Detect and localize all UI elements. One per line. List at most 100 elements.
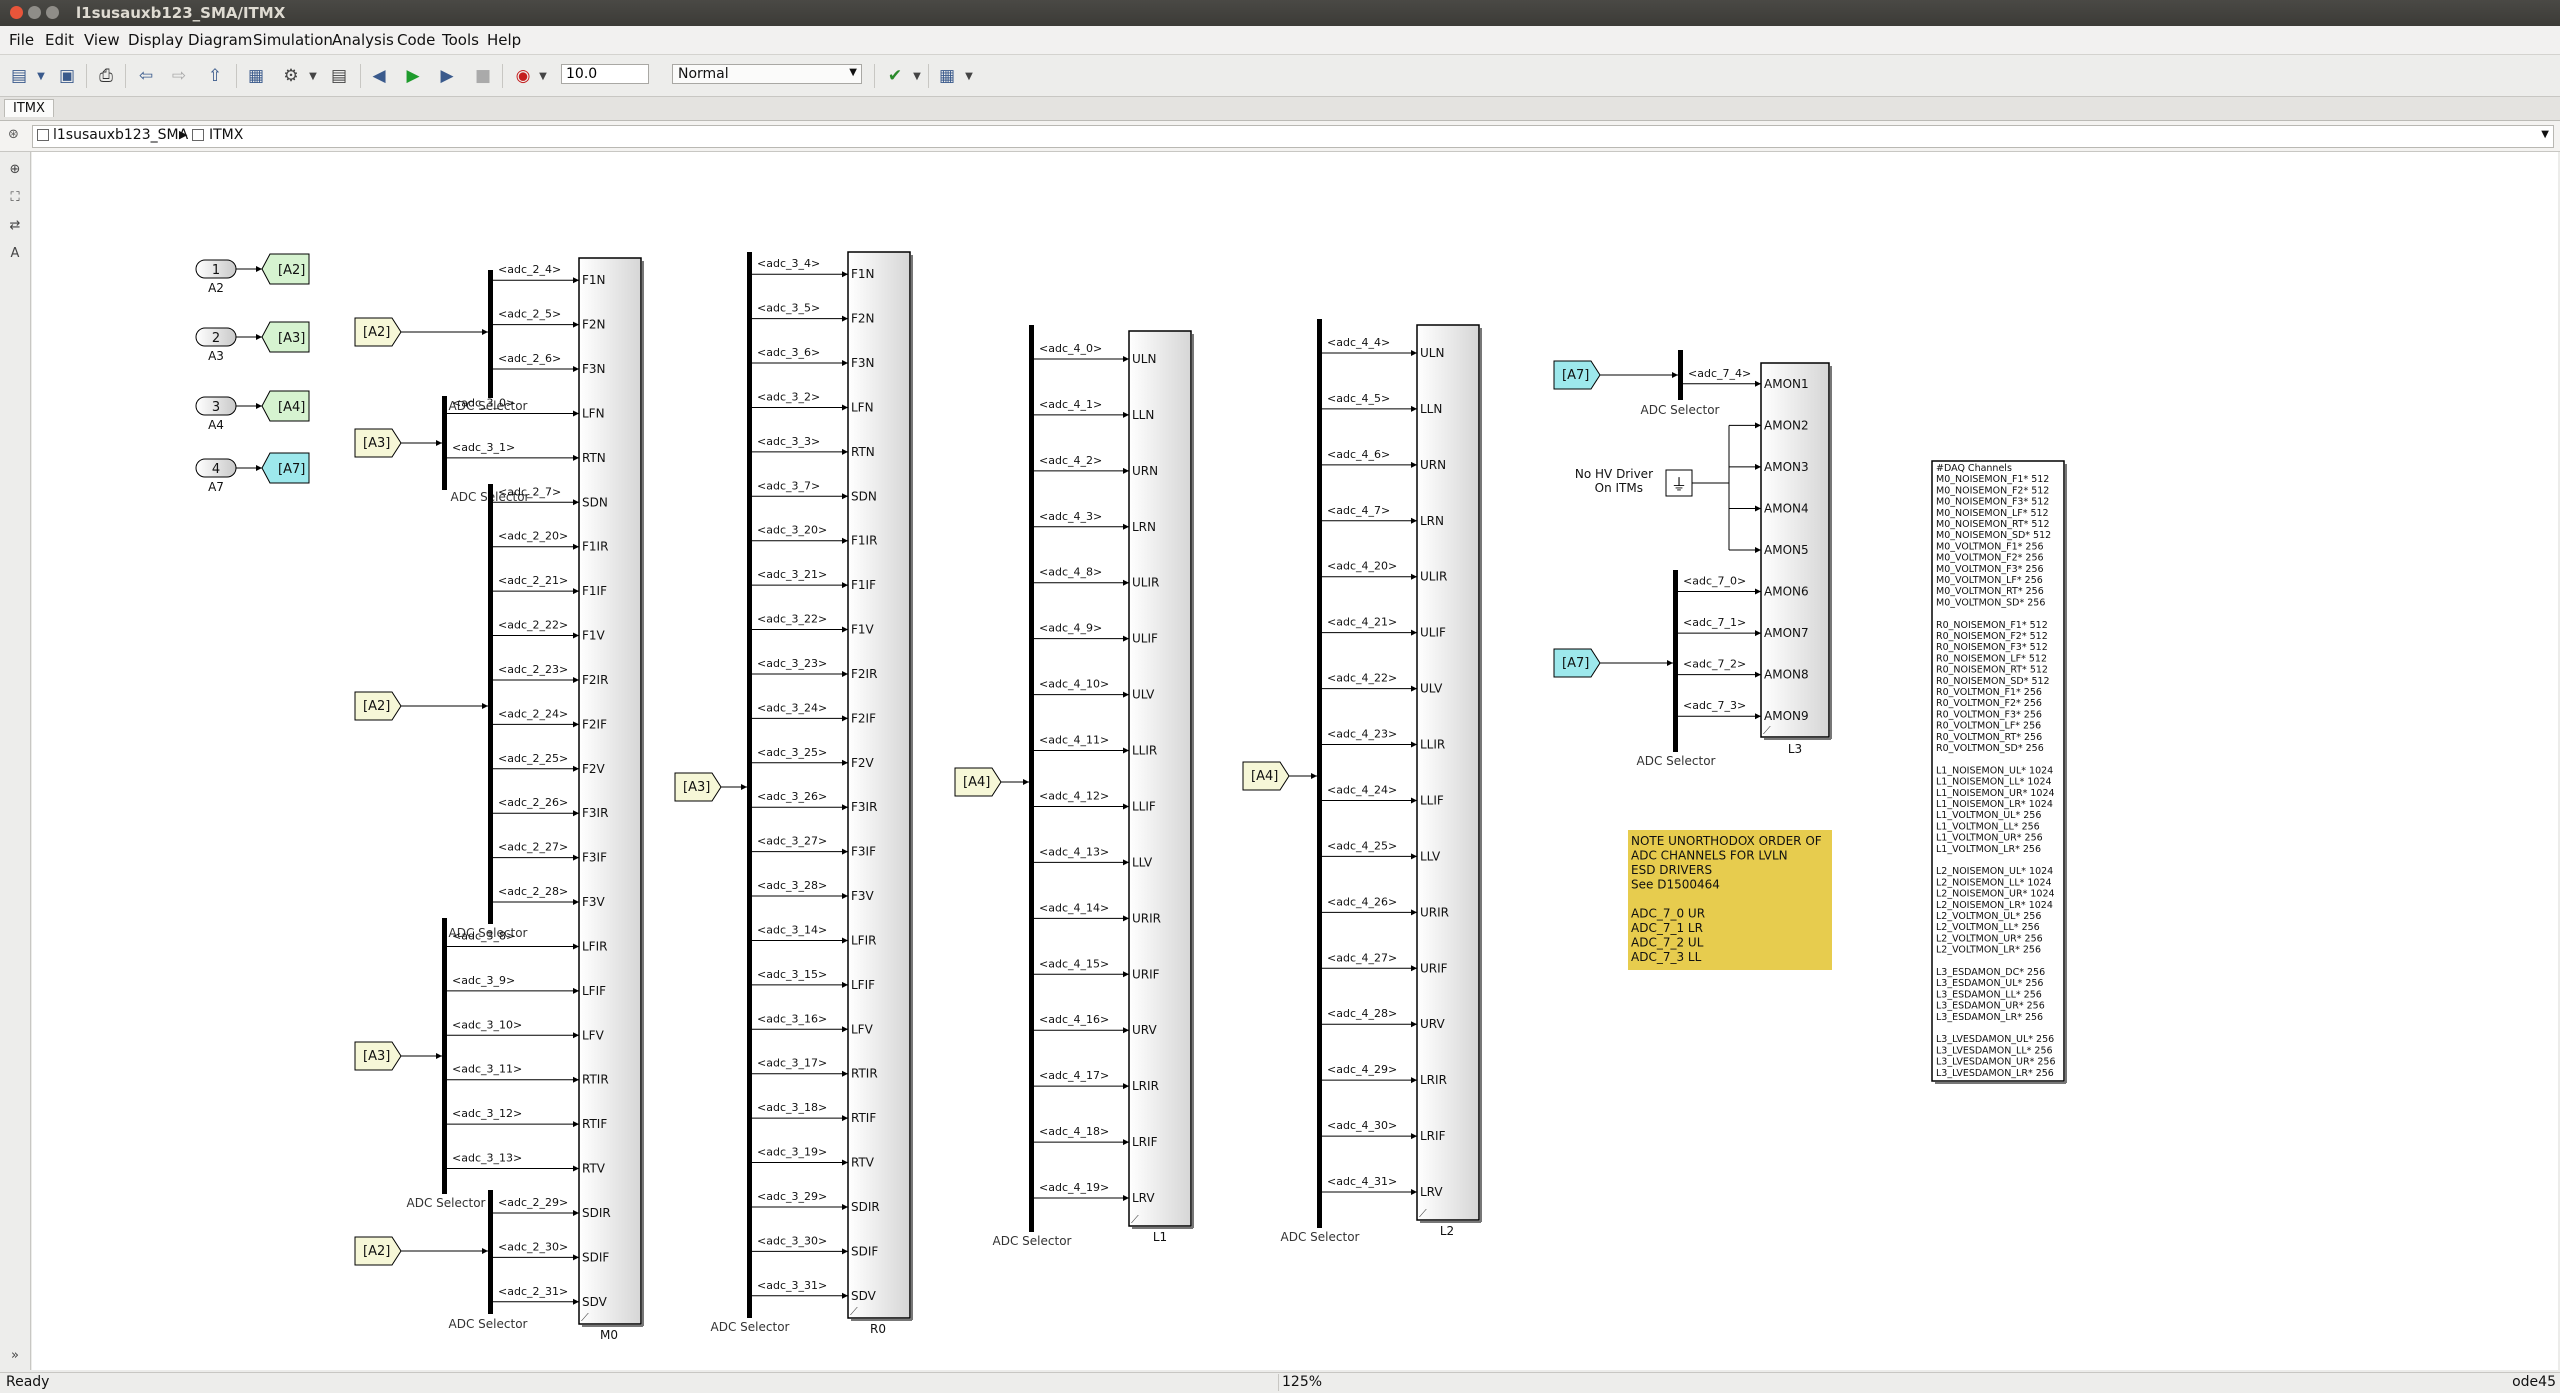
model-config-icon[interactable]: ⚙: [283, 66, 299, 86]
menu-display[interactable]: Display: [128, 31, 184, 49]
menu-edit[interactable]: Edit: [45, 31, 75, 49]
port-label: LLV: [1420, 849, 1441, 863]
inspector-dropdown-arrow-icon[interactable]: ▼: [965, 70, 973, 82]
arrow-head: [1123, 1195, 1129, 1202]
arrow-head: [842, 804, 848, 811]
arrow-head: [1667, 660, 1673, 666]
daq-channel-line: L3_ESDAMON_LR* 256: [1936, 1012, 2043, 1023]
minimize-window-button[interactable]: [28, 6, 41, 19]
menu-diagram[interactable]: Diagram: [188, 31, 253, 49]
arrow-head: [1411, 405, 1417, 412]
step-back-icon[interactable]: ◀: [372, 66, 386, 86]
new-dropdown-arrow-icon[interactable]: ▼: [37, 70, 45, 82]
record-icon[interactable]: ◉: [515, 66, 531, 86]
arrow-head: [573, 632, 579, 639]
tab-itmx[interactable]: ITMX: [4, 99, 54, 117]
expand-palette-icon[interactable]: »: [11, 1348, 19, 1363]
breadcrumb-root[interactable]: l1susauxb123_SMA: [53, 127, 189, 143]
goto-from-tag: [354, 1236, 402, 1266]
maximize-window-button[interactable]: [46, 6, 59, 19]
new-model-icon[interactable]: ▤: [10, 66, 28, 86]
arrow-head: [1123, 691, 1129, 698]
menu-analysis[interactable]: Analysis: [332, 31, 394, 49]
goto-from-tag-label: [A3]: [363, 436, 390, 451]
config-dropdown-arrow-icon[interactable]: ▼: [309, 70, 317, 82]
arrow-head: [256, 465, 262, 471]
simulation-mode-select[interactable]: Normal ▼: [672, 64, 862, 84]
signal-label: <adc_4_22>: [1327, 672, 1397, 685]
goto-from-tag: [354, 1041, 402, 1071]
goto-from-tag-label: [A4]: [1251, 769, 1278, 784]
signal-label: <adc_3_9>: [452, 974, 515, 987]
close-window-button[interactable]: [10, 6, 23, 19]
adc-selector-label: ADC Selector: [449, 399, 528, 413]
port-label: F2IR: [582, 673, 608, 687]
save-icon[interactable]: ▣: [58, 66, 76, 86]
port-label: F1IF: [851, 578, 876, 592]
up-to-parent-icon[interactable]: ⇧: [207, 66, 223, 86]
arrow-head: [573, 765, 579, 772]
port-label: AMON1: [1764, 377, 1809, 391]
arrows-icon[interactable]: ⇄: [9, 218, 21, 233]
arrow-head: [573, 899, 579, 906]
model-advisor-icon[interactable]: ✔: [887, 66, 903, 86]
port-label: LLN: [1420, 402, 1442, 416]
daq-channel-line: #DAQ Channels: [1936, 463, 2012, 474]
back-icon[interactable]: ⇦: [138, 66, 154, 86]
signal-label: <adc_2_24>: [498, 707, 568, 720]
stop-time-input[interactable]: [561, 64, 649, 84]
port-label: ULIF: [1132, 632, 1158, 646]
arrow-head: [1411, 685, 1417, 692]
daq-channel-line: M0_VOLTMON_SD* 256: [1936, 597, 2045, 608]
library-browser-icon[interactable]: ▦: [247, 66, 265, 86]
arrow-head: [1123, 803, 1129, 810]
forward-icon[interactable]: ⇨: [171, 66, 187, 86]
signal-label: <adc_4_21>: [1327, 616, 1397, 629]
data-inspector-icon[interactable]: ▦: [938, 66, 956, 86]
menu-simulation[interactable]: Simulation: [253, 31, 333, 49]
subsystem-l3: [1760, 362, 1830, 738]
breadcrumb-dropdown-icon[interactable]: ▼: [2541, 129, 2549, 140]
arrow-head: [1755, 630, 1761, 637]
signal-label: <adc_3_5>: [757, 302, 820, 315]
stop-icon[interactable]: ■: [474, 66, 492, 86]
arrow-head: [1411, 797, 1417, 804]
annotation-icon[interactable]: A: [10, 246, 20, 261]
menu-help[interactable]: Help: [487, 31, 522, 49]
step-forward-icon[interactable]: ▶: [440, 66, 454, 86]
model-explorer-icon[interactable]: ▤: [330, 66, 348, 86]
port-label: LFIF: [851, 978, 875, 992]
signal-label: <adc_2_25>: [498, 752, 568, 765]
menu-code[interactable]: Code: [397, 31, 436, 49]
zoom-icon[interactable]: ⊕: [9, 162, 21, 177]
daq-channel-line: L3_ESDAMON_UR* 256: [1936, 1001, 2045, 1012]
port-label: AMON7: [1764, 626, 1809, 640]
arrow-head: [1755, 463, 1761, 470]
block-diagram: 1A2[A2]2A3[A3]3A4[A4]4A7[A7]F1NF2NF3NLFN…: [195, 251, 2067, 1342]
daq-channel-line: L2_VOLTMON_LR* 256: [1936, 945, 2041, 956]
breadcrumb-current[interactable]: ITMX: [209, 127, 244, 143]
port-label: RTIR: [851, 1067, 878, 1081]
daq-channel-line: R0_NOISEMON_F1* 512: [1936, 620, 2048, 631]
advisor-dropdown-arrow-icon[interactable]: ▼: [913, 70, 921, 82]
signal-label: <adc_3_4>: [757, 257, 820, 270]
fit-view-icon[interactable]: ⛶: [10, 190, 20, 205]
signal-label: <adc_3_3>: [757, 435, 820, 448]
goto-from-tag: [354, 691, 402, 721]
note-line: See D1500464: [1631, 878, 1720, 892]
menu-tools[interactable]: Tools: [442, 31, 479, 49]
adc-selector-label: ADC Selector: [407, 1196, 486, 1210]
run-icon[interactable]: ▶: [406, 66, 420, 86]
menu-file[interactable]: File: [9, 31, 35, 49]
arrow-head: [842, 848, 848, 855]
record-dropdown-arrow-icon[interactable]: ▼: [539, 70, 547, 82]
port-label: ULN: [1132, 352, 1156, 366]
port-label: F2N: [582, 318, 606, 332]
no-hv-label: No HV Driver: [1575, 467, 1653, 481]
arrow-head: [1123, 635, 1129, 642]
hide-browser-icon[interactable]: ⊛: [8, 127, 19, 142]
signal-label: <adc_3_15>: [757, 968, 827, 981]
menu-view[interactable]: View: [84, 31, 120, 49]
print-icon[interactable]: ⎙: [99, 66, 113, 86]
